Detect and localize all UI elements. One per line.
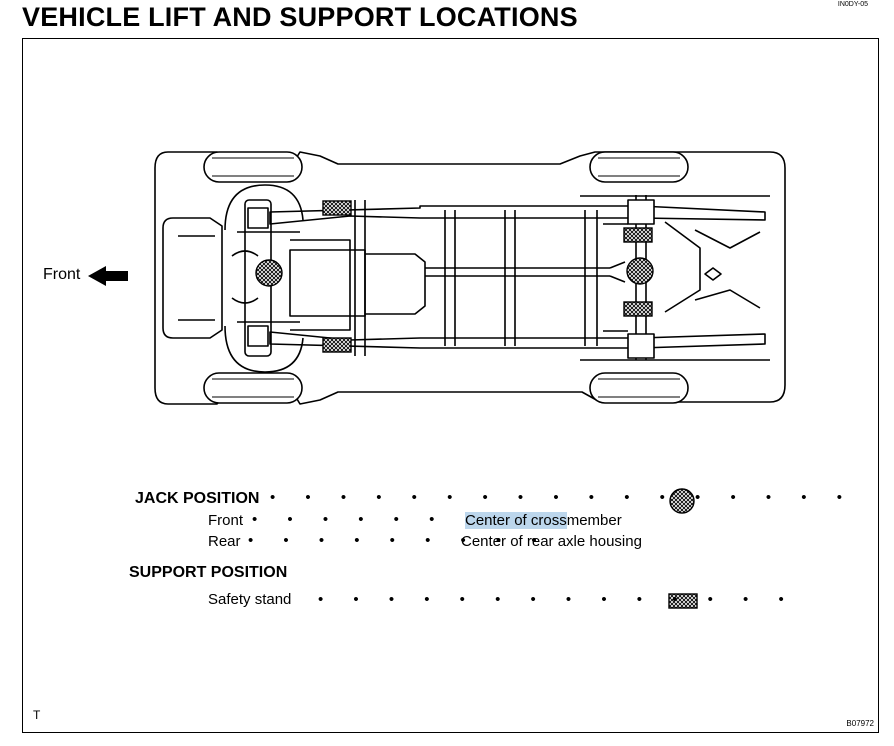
support-position-symbol [668, 593, 698, 609]
leader-dots: • • • • • • • • • • • • • • [318, 591, 797, 608]
support-row-safety-stand-label: Safety stand [208, 591, 292, 608]
front-arrow-icon [88, 266, 128, 286]
support-position-heading: SUPPORT POSITION [129, 564, 288, 581]
jack-row-front-label: Front [208, 512, 244, 529]
jack-row-front-desc: Center of crossmember [465, 512, 622, 529]
support-point-rear-right [623, 301, 653, 317]
rear-left-wheel [589, 151, 689, 183]
highlighted-text: Center of cross [465, 512, 567, 529]
front-left-wheel [203, 151, 303, 183]
jack-row-rear-desc: Center of rear axle housing [461, 533, 642, 550]
leader-dots: • • • • • • • • • • • • • • • • • [270, 489, 855, 506]
corner-mark: T [33, 708, 41, 722]
desc-text: member [566, 512, 622, 529]
leader-dots: • • • • • • • • • [248, 532, 550, 549]
support-point-front-right [322, 337, 352, 353]
jack-position-heading: JACK POSITION [135, 490, 260, 507]
front-label: Front [43, 266, 81, 283]
front-right-wheel [203, 372, 303, 404]
jack-row-rear-label: Rear [208, 533, 241, 550]
jack-point-rear [626, 257, 654, 285]
support-point-rear-left [623, 227, 653, 243]
support-point-front-left [322, 200, 352, 216]
jack-position-symbol [669, 488, 695, 514]
figure-code: B07972 [846, 719, 874, 728]
rear-right-wheel [589, 372, 689, 404]
document-code: IN0DY-05 [837, 1, 868, 8]
figure-frame [22, 38, 879, 733]
jack-point-front [255, 259, 283, 287]
vehicle-body-outline [154, 151, 786, 405]
page-title: VEHICLE LIFT AND SUPPORT LOCATIONS [22, 2, 578, 32]
